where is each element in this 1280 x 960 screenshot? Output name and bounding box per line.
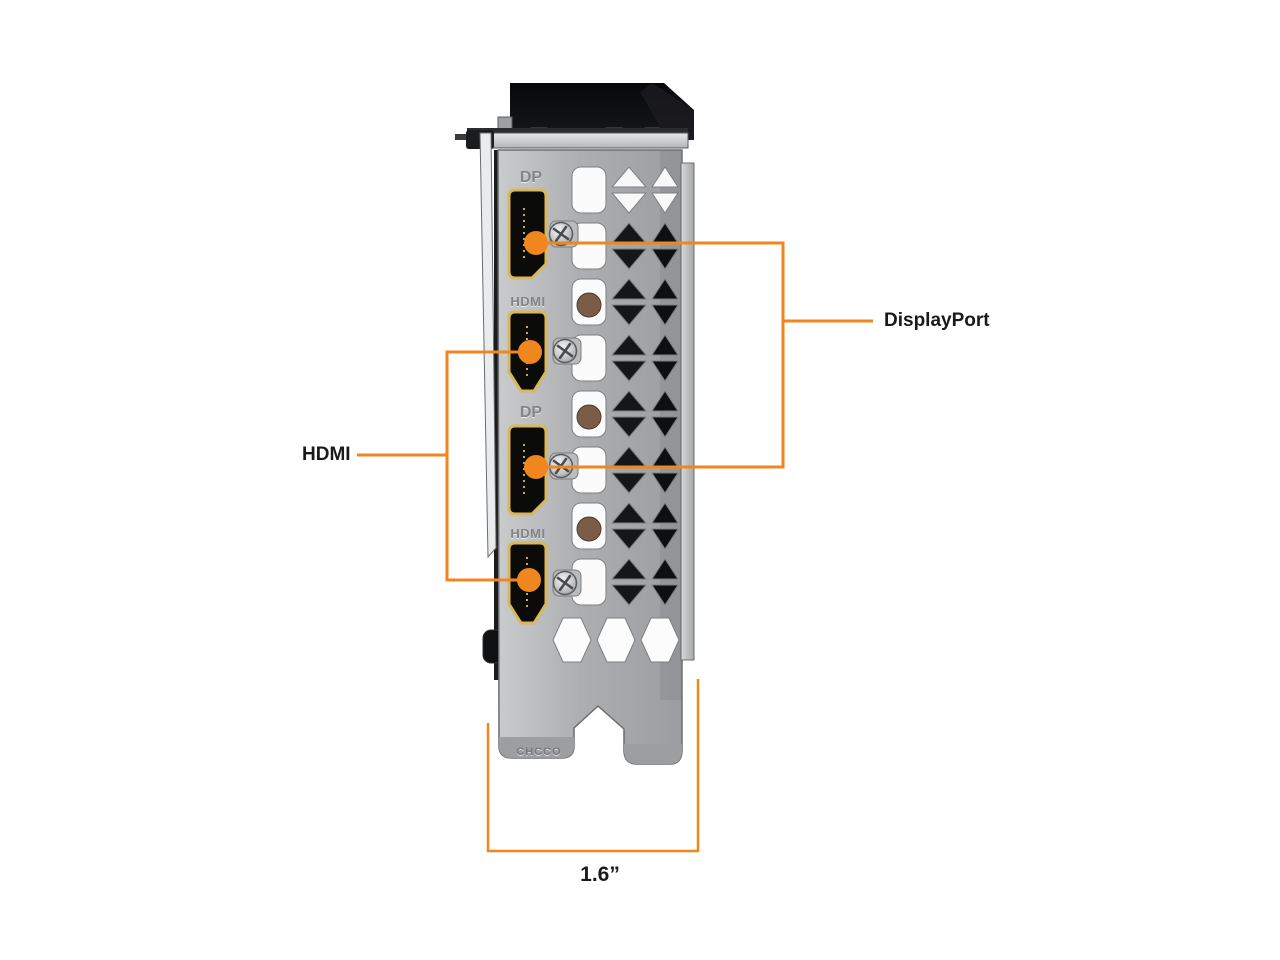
bracket-right-flange — [680, 162, 695, 661]
port-embossed-label: HDMI — [510, 294, 545, 309]
callout-line-hdmi — [357, 350, 529, 582]
hdmi-callout-label: HDMI — [302, 444, 351, 465]
bracket-screw — [552, 570, 578, 596]
callout-line-displayport — [536, 241, 873, 469]
bracket-screw — [552, 338, 578, 364]
callout-dot-hdmi1 — [518, 340, 542, 364]
hdmi-port-2: HDMI — [507, 526, 582, 625]
bracket-top-lip — [455, 128, 689, 149]
port-embossed-label: DP — [520, 404, 543, 421]
right-foot-band — [624, 744, 682, 764]
port-embossed-label: DP — [520, 169, 543, 186]
displayport-callout-label: DisplayPort — [884, 310, 990, 331]
dimension-bracket — [486, 679, 700, 853]
bracket-screw — [548, 221, 574, 247]
left-foot-band — [499, 737, 574, 758]
dimension-label: 1.6” — [580, 863, 620, 886]
callout-lines — [357, 241, 873, 853]
mount-ear-pin — [455, 134, 469, 140]
vent-grid — [552, 166, 680, 663]
displayport-port-1: DP — [507, 169, 579, 280]
gpu-shroud — [497, 83, 694, 140]
callout-dot-dp1 — [524, 231, 548, 255]
callout-dots — [517, 231, 548, 592]
port-embossed-label: HDMI — [510, 526, 545, 541]
callout-dot-dp2 — [524, 455, 548, 479]
callout-dot-hdmi2 — [517, 568, 541, 592]
bracket-stamp: CHCCO — [516, 746, 561, 758]
shroud-bevel — [640, 83, 694, 140]
